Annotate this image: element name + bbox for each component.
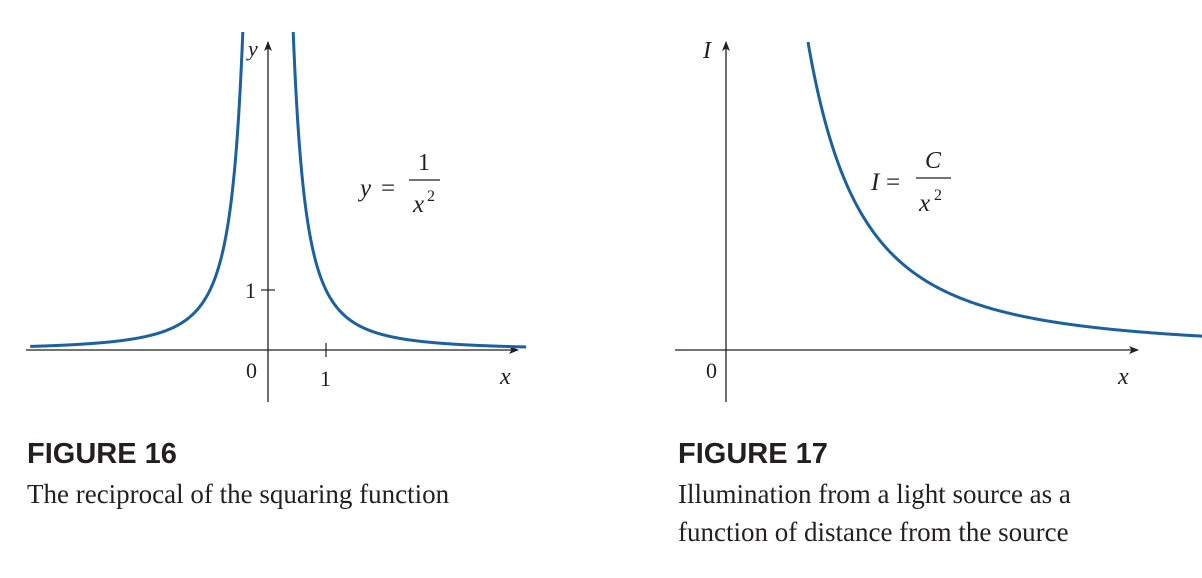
fig16-curve-left-branch [30,31,245,348]
fig16-y-axis-label: y [246,36,258,61]
fig17-x-axis-label: x [1117,364,1129,390]
fig16-y-tick-label-1: 1 [245,278,256,303]
fig17-equation: I = C x 2 [870,148,951,217]
fig16-eq-numerator: 1 [418,150,430,176]
figure-17-caption-number: FIGURE 17 [678,438,828,470]
fig16-eq-lhs: y [357,175,372,202]
figure-16-chart: y x 0 1 1 y = 1 x 2 [26,31,527,402]
fig17-eq-sign: = [886,169,900,196]
fig17-eq-lhs: I [870,169,881,196]
fig16-eq-denominator-base: x [412,191,424,218]
fig16-eq-sign: = [381,175,395,202]
fig17-curve [806,41,1202,338]
fig16-origin-label: 0 [246,358,257,383]
fig16-x-tick-label-1: 1 [320,366,331,391]
figure-17-chart: I x 0 I = C x 2 [675,38,1202,402]
figure-16-caption-line-1: The reciprocal of the squaring function [27,479,450,509]
fig16-eq-denominator-exp: 2 [427,188,435,205]
fig17-y-axis-label: I [702,38,712,64]
fig16-equation: y = 1 x 2 [357,150,440,218]
fig16-curve-right-branch [291,31,527,349]
figure-17-caption-line-2: function of distance from the source [678,517,1069,547]
fig17-origin-label: 0 [706,358,717,383]
figure-17-caption-line-1: Illumination from a light source as a [678,479,1071,509]
fig17-eq-denominator-exp: 2 [934,187,942,204]
fig17-eq-denominator-base: x [918,190,930,217]
fig16-x-axis-label: x [499,364,511,390]
figure-16-caption-number: FIGURE 16 [27,438,177,470]
fig17-eq-numerator: C [925,148,942,174]
